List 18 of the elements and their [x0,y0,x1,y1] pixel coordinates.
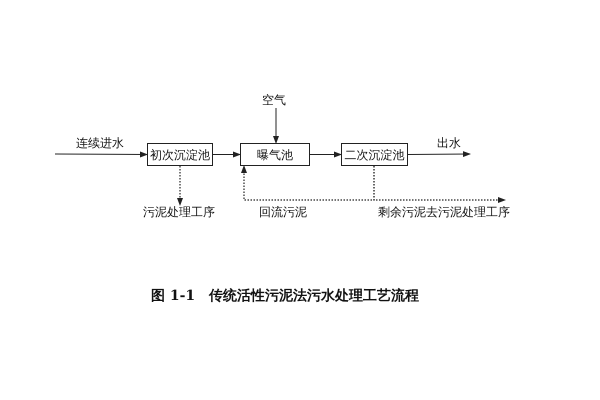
edge-label: 出水 [436,136,462,150]
sludge-arrow [373,166,506,203]
output-label: 剩余污泥去污泥处理工序 [378,200,514,220]
tank-box: 二次沉淀池 [341,143,408,166]
edge-label: 回流污泥 [258,205,308,219]
caption: 图 1-1 传统活性污泥法污水处理工艺流程 [150,288,420,304]
flow-arrow [408,151,471,158]
flow-arrow [273,108,279,144]
tank-box: 曝气池 [240,143,310,166]
output-label: 污泥处理工序 [143,205,219,220]
tank-box: 初次沉淀池 [147,143,213,166]
input-label: 空气 [262,93,290,108]
flow-arrow [54,151,148,158]
flow-arrow [310,152,342,158]
sludge-arrow [241,165,375,201]
edge-label: 连续进水 [75,136,125,150]
sludge-arrow [177,166,183,206]
flow-arrow [212,152,241,158]
